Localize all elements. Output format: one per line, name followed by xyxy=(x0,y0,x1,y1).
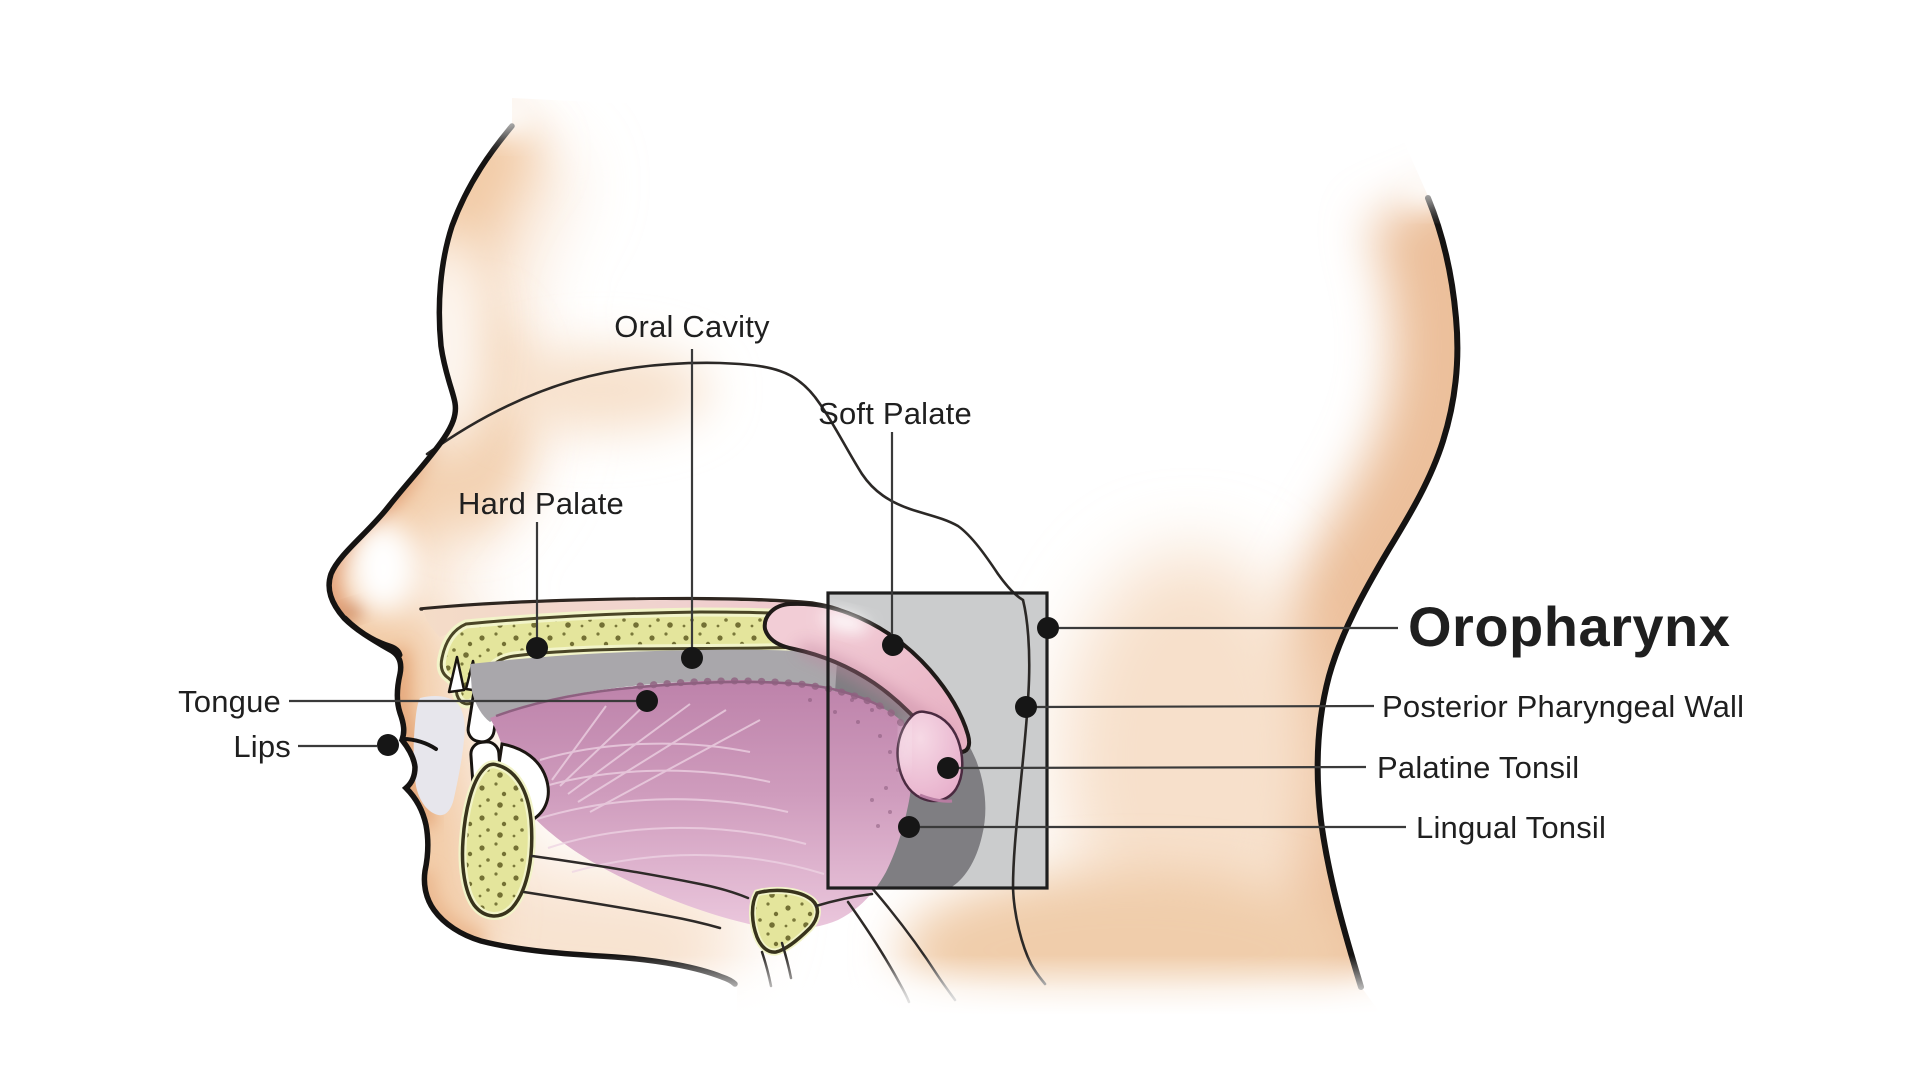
leader-lines xyxy=(289,349,1406,829)
anterior-nasal-spine xyxy=(447,655,466,694)
dot-posterior-pharyngeal-wall xyxy=(1015,696,1037,718)
label-oropharynx: Oropharynx xyxy=(1408,595,1730,658)
dot-lingual-tonsil xyxy=(898,816,920,838)
label-posterior-pharyngeal-wall: Posterior Pharyngeal Wall xyxy=(1382,689,1744,724)
label-lingual-tonsil: Lingual Tonsil xyxy=(1416,810,1606,845)
oral-cavity-space xyxy=(470,649,842,722)
marker-dots xyxy=(377,617,1059,838)
mouth-vestibule xyxy=(413,696,465,816)
mouth-slit-line xyxy=(401,737,438,751)
label-tongue: Tongue xyxy=(178,684,281,719)
label-soft-palate: Soft Palate xyxy=(818,396,972,431)
hyoid-bone xyxy=(749,886,821,956)
mandible-bone xyxy=(458,760,536,920)
nostril-crease-line xyxy=(342,615,403,658)
dot-soft-palate xyxy=(882,634,904,656)
label-hard-palate: Hard Palate xyxy=(458,486,624,521)
dot-oropharynx xyxy=(1037,617,1059,639)
tongue-shape xyxy=(490,677,913,930)
dot-hard-palate xyxy=(526,637,548,659)
label-oral-cavity: Oral Cavity xyxy=(614,309,770,344)
leader-posterior-pharyngeal-wall xyxy=(1035,704,1375,709)
oropharynx-box-border xyxy=(826,591,1049,890)
dot-palatine-tonsil xyxy=(937,757,959,779)
label-palatine-tonsil: Palatine Tonsil xyxy=(1377,750,1579,785)
dot-oral-cavity xyxy=(681,647,703,669)
face-profile-outline xyxy=(326,123,738,987)
leader-palatine-tonsil xyxy=(957,765,1367,770)
outline-fade-top xyxy=(481,98,533,134)
dot-tongue xyxy=(636,690,658,712)
sagittal-section-contour-line xyxy=(425,361,1047,986)
label-lips: Lips xyxy=(233,729,291,764)
dot-lips xyxy=(377,734,399,756)
bottom-fade xyxy=(380,955,1480,1045)
